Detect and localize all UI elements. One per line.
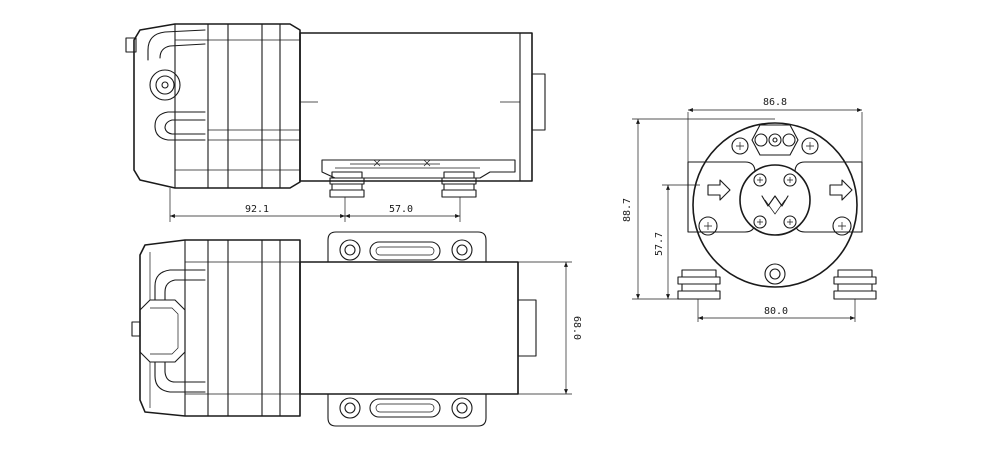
dim-side-length-1: 92.1 — [245, 204, 269, 215]
dim-front-width-bottom: 80.0 — [764, 306, 788, 317]
dim-side-length-2: 57.0 — [389, 204, 413, 215]
dim-front-width-top: 86.8 — [763, 97, 787, 108]
side-view: 92.1 57.0 — [125, 23, 546, 222]
dim-front-height-total: 88.7 — [622, 198, 633, 222]
dim-front-height-mount: 57.7 — [654, 232, 665, 256]
front-view: 86.8 88.7 57.7 80.0 — [622, 97, 877, 322]
top-view: 68.0 — [131, 231, 582, 427]
dim-top-width: 68.0 — [571, 316, 582, 340]
